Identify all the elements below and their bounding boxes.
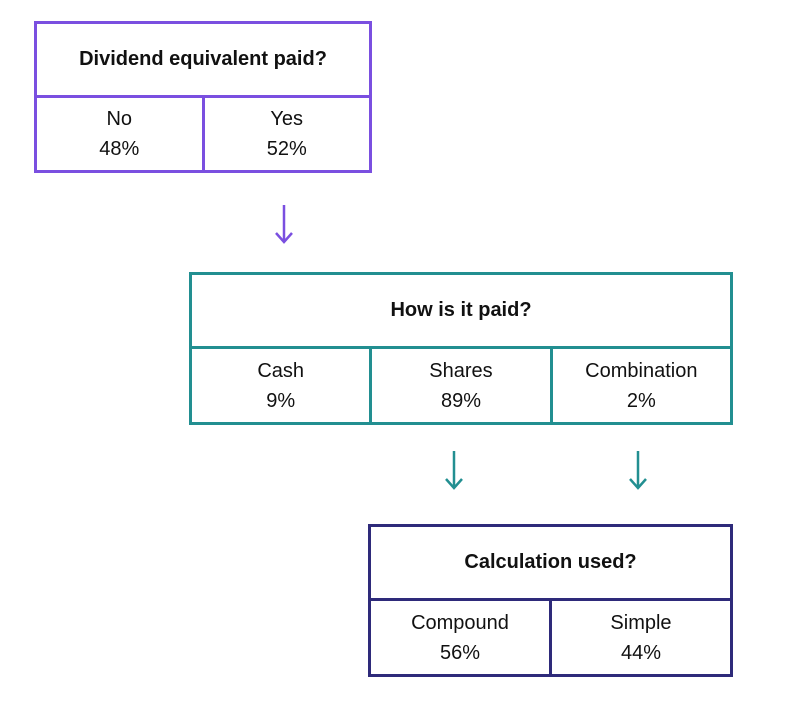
option-percent: 52% — [266, 138, 307, 160]
dividend-equivalent-question: Dividend equivalent paid? — [37, 24, 369, 98]
calculation-box: Calculation used? Compound 56% Simple 44… — [368, 524, 733, 677]
option-label: Combination — [585, 359, 698, 382]
dividend-equivalent-box: Dividend equivalent paid? No 48% Yes 52% — [34, 21, 372, 173]
option-percent: 56% — [439, 641, 481, 664]
option-label: Cash — [257, 359, 305, 382]
how-paid-options: Cash 9% Shares 89% Combination 2% — [192, 349, 730, 422]
how-paid-question: How is it paid? — [192, 275, 730, 349]
option-compound: Compound 56% — [371, 601, 549, 674]
option-percent: 2% — [626, 389, 656, 412]
option-label: Simple — [610, 611, 672, 634]
option-percent: 9% — [266, 389, 296, 412]
dividend-equivalent-options: No 48% Yes 52% — [37, 98, 369, 170]
option-label: No — [106, 108, 133, 130]
option-percent: 89% — [440, 389, 481, 412]
arrow-down-icon — [629, 451, 647, 490]
option-simple: Simple 44% — [549, 601, 730, 674]
option-yes: Yes 52% — [201, 98, 370, 170]
calculation-options: Compound 56% Simple 44% — [371, 601, 730, 674]
option-label: Shares — [429, 359, 493, 382]
option-shares: Shares 89% — [369, 349, 549, 422]
arrow-down-icon — [275, 205, 293, 244]
option-label: Yes — [270, 108, 304, 130]
arrow-down-icon — [445, 451, 463, 490]
option-label: Compound — [411, 611, 509, 634]
option-combination: Combination 2% — [549, 349, 730, 422]
how-paid-box: How is it paid? Cash 9% Shares 89% Combi… — [189, 272, 733, 425]
option-cash: Cash 9% — [192, 349, 369, 422]
option-no: No 48% — [37, 98, 202, 170]
option-percent: 48% — [99, 138, 140, 160]
calculation-question: Calculation used? — [371, 527, 730, 601]
option-percent: 44% — [620, 641, 662, 664]
